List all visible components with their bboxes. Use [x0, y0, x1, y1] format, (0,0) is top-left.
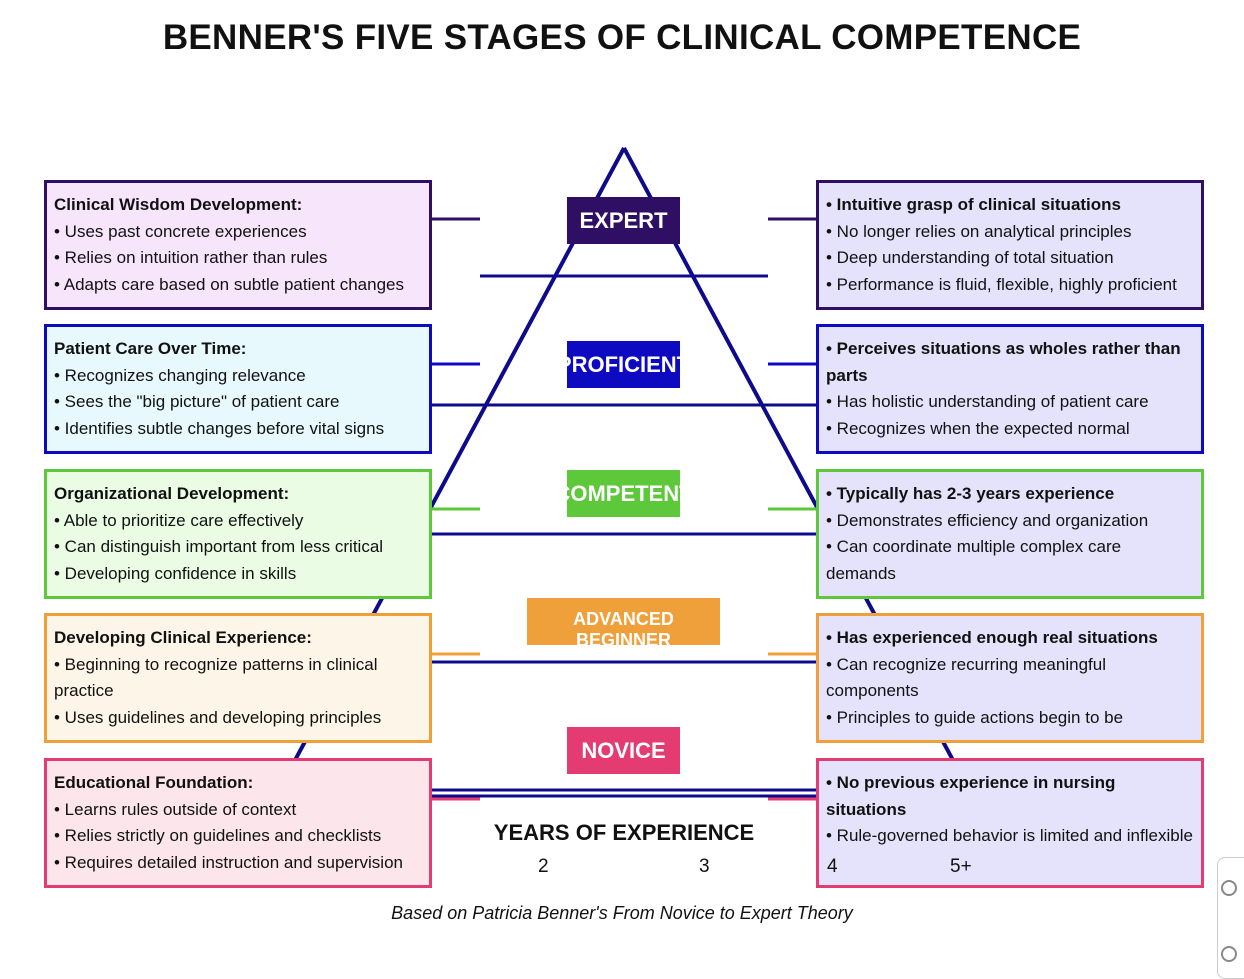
stage-left-heading: Organizational Development:: [54, 484, 290, 503]
stage-label: PROFICIENT: [567, 341, 680, 388]
stage-label: COMPETENT: [567, 470, 680, 517]
stage-label: EXPERT: [567, 197, 680, 244]
stage-right-item: • Deep understanding of total situation: [826, 248, 1114, 268]
stage-right-item: • Rule-governed behavior is limited and …: [826, 826, 1193, 846]
stage-right-item: • Performance is fluid, flexible, highly…: [826, 274, 1177, 294]
stage-right-item: • Recognizes when the expected normal: [826, 418, 1130, 438]
stage-left-item: • Identifies subtle changes before vital…: [54, 418, 385, 438]
stage-right-item: • Has experienced enough real situations: [826, 628, 1158, 647]
stage-label: ADVANCED BEGINNER: [527, 598, 720, 645]
year-tick: 2: [538, 856, 549, 877]
stage-right-item: • Has holistic understanding of patient …: [826, 392, 1149, 412]
stage-right-box: • Has experienced enough real situations…: [816, 613, 1204, 743]
stage-left-item: • Able to prioritize care effectively: [54, 510, 304, 530]
stage-right-box: • No previous experience in nursing situ…: [816, 758, 1204, 888]
diagram-title: BENNER'S FIVE STAGES OF CLINICAL COMPETE…: [162, 18, 1082, 57]
stage-right-item: • Can coordinate multiple complex care d…: [826, 537, 1122, 583]
stage-left-item: • Recognizes changing relevance: [54, 365, 306, 385]
stage-right-item: • Perceives situations as wholes rather …: [826, 339, 1181, 385]
stage-right-item: • Can recognize recurring meaningful com…: [826, 654, 1106, 701]
stage-right-item: • Principles to guide actions begin to b…: [826, 707, 1124, 727]
stage-right-item: • Demonstrates efficiency and organizati…: [826, 510, 1149, 530]
stage-right-box: • Typically has 2-3 years experience • De…: [816, 469, 1204, 599]
stage-left-box: Organizational Development: • Able to pri…: [44, 469, 432, 599]
stage-right-item: • No longer relies on analytical princip…: [826, 221, 1132, 241]
stage-right-item: • No previous experience in nursing situ…: [826, 773, 1116, 819]
year-tick: 4: [827, 856, 838, 877]
stage-right-item: • Intuitive grasp of clinical situations: [826, 195, 1122, 214]
side-widget[interactable]: [1217, 857, 1244, 979]
stage-left-item: • Relies strictly on guidelines and chec…: [54, 826, 382, 846]
stage-left-item: • Beginning to recognize patterns in cli…: [54, 654, 378, 701]
stage-left-item: • Requires detailed instruction and supe…: [54, 852, 403, 872]
stage-left-heading: Educational Foundation:: [54, 773, 254, 792]
footer-caption: Based on Patricia Benner's From Novice t…: [391, 903, 853, 923]
stage-left-box: Developing Clinical Experience: • Beginni…: [44, 613, 432, 743]
stage-left-item: • Developing confidence in skills: [54, 563, 297, 583]
stage-left-item: • Uses guidelines and developing princip…: [54, 707, 382, 727]
widget-icon[interactable]: [1221, 880, 1237, 896]
year-tick: 3: [699, 856, 710, 877]
stage-left-item: • Learns rules outside of context: [54, 799, 297, 819]
widget-icon[interactable]: [1221, 946, 1237, 962]
stage-left-heading: Clinical Wisdom Development:: [54, 195, 303, 214]
stage-left-item: • Sees the "big picture" of patient care: [54, 392, 340, 412]
years-axis-title: YEARS OF EXPERIENCE: [493, 820, 755, 845]
stage-right-box: • Perceives situations as wholes rather …: [816, 324, 1204, 454]
stage-right-item: • Typically has 2-3 years experience: [826, 484, 1115, 503]
stage-left-box: Educational Foundation: • Learns rules ou…: [44, 758, 432, 888]
stage-left-heading: Developing Clinical Experience:: [54, 628, 312, 647]
stage-left-box: Patient Care Over Time: • Recognizes chan…: [44, 324, 432, 454]
stage-left-box: Clinical Wisdom Development: • Uses past …: [44, 180, 432, 310]
stage-label: NOVICE: [567, 727, 680, 774]
stage-left-item: • Can distinguish important from less cr…: [54, 537, 384, 557]
stage-right-box: • Intuitive grasp of clinical situations…: [816, 180, 1204, 310]
year-tick: 5+: [950, 856, 972, 877]
stage-left-heading: Patient Care Over Time:: [54, 339, 247, 358]
stage-left-item: • Adapts care based on subtle patient ch…: [54, 274, 404, 294]
stage-left-item: • Uses past concrete experiences: [54, 221, 307, 241]
stage-left-item: • Relies on intuition rather than rules: [54, 248, 328, 268]
